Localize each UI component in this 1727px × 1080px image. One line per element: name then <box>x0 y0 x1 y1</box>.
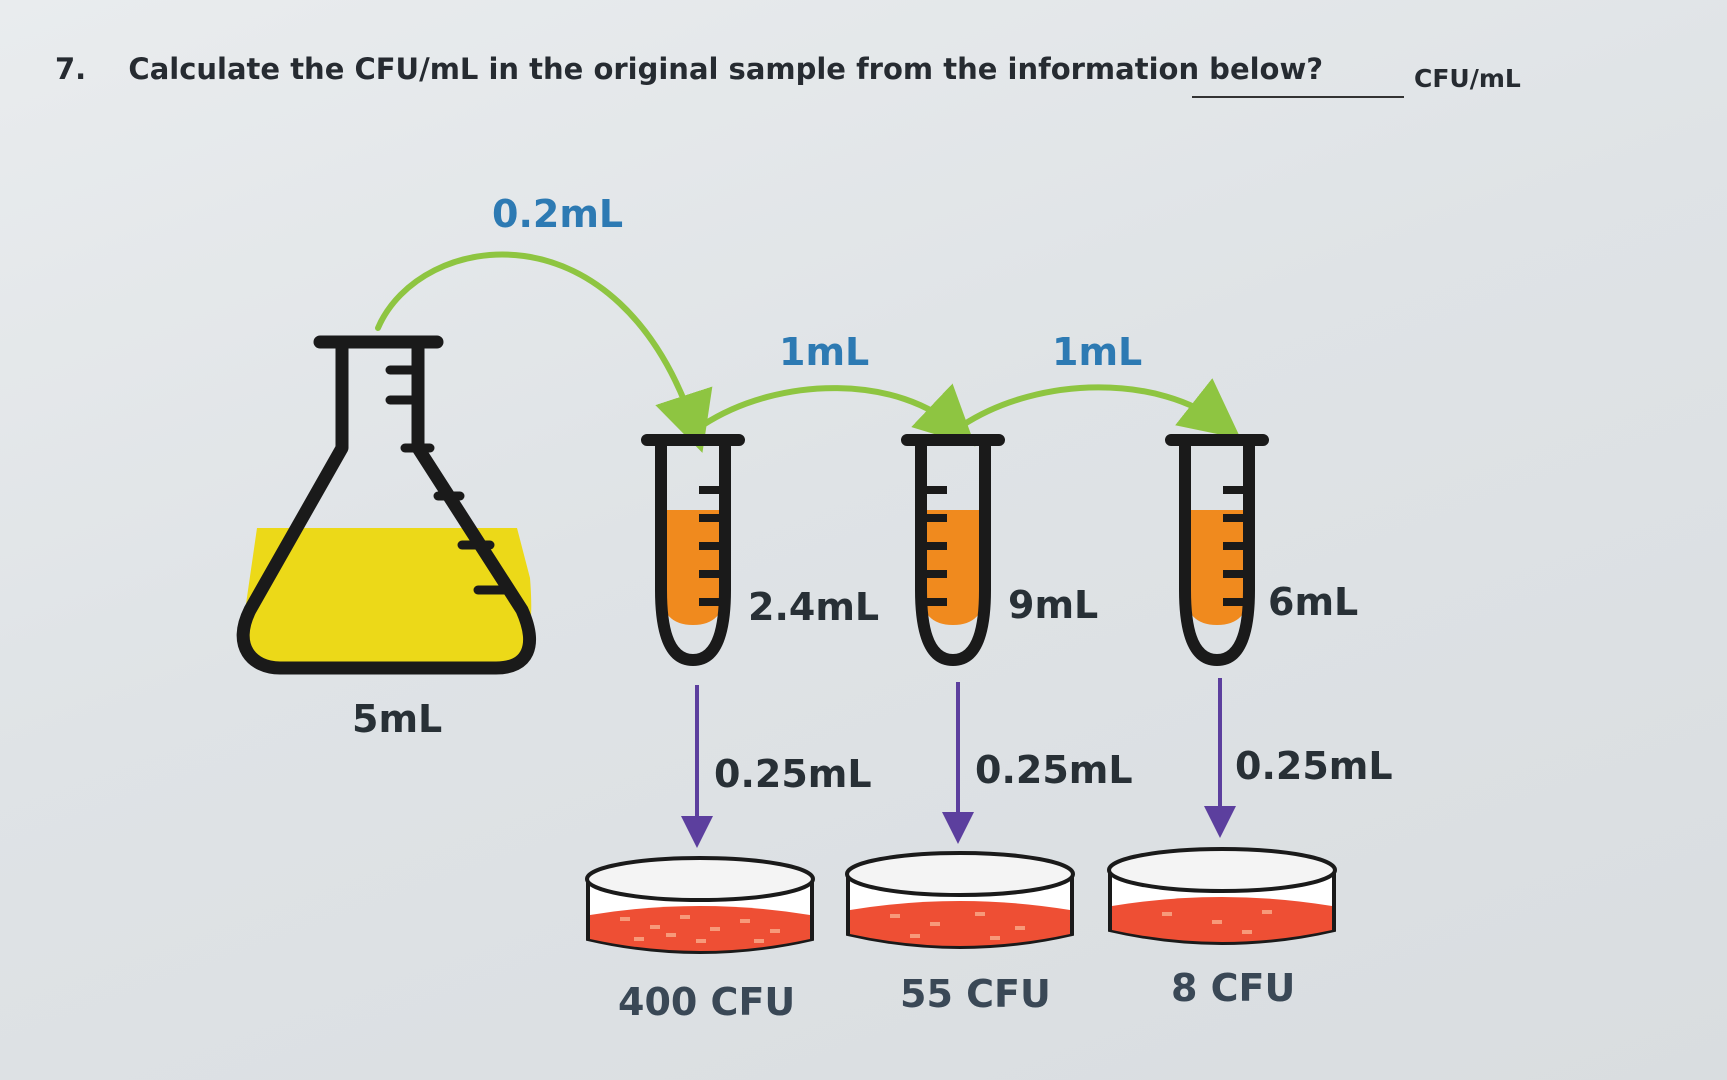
label-plated-volume-1: 0.25mL <box>714 752 872 796</box>
label-tube2-volume: 9mL <box>1008 583 1099 627</box>
label-colony-count-3: 8 CFU <box>1171 966 1296 1010</box>
label-transfer-flask-to-tube1: 0.2mL <box>492 192 624 236</box>
label-colony-count-1: 400 CFU <box>618 980 796 1024</box>
transfer-arrow-tube2-to-tube3 <box>960 378 1241 439</box>
flask-icon <box>236 335 536 675</box>
label-tube1-volume: 2.4mL <box>748 585 880 629</box>
label-transfer-tube1-to-tube2: 1mL <box>779 330 870 374</box>
label-plated-volume-3: 0.25mL <box>1235 744 1393 788</box>
question-number: 7. <box>55 52 87 86</box>
answer-blank[interactable] <box>1192 96 1404 98</box>
petri-dish-1-icon <box>585 856 815 954</box>
test-tube-2-icon <box>901 434 1005 666</box>
question-text: Calculate the CFU/mL in the original sam… <box>128 52 1324 86</box>
transfer-arrow-flask-to-tube1 <box>375 251 713 453</box>
label-plated-volume-2: 0.25mL <box>975 748 1133 792</box>
question-line: 7. Calculate the CFU/mL in the original … <box>55 52 1323 86</box>
test-tube-1-icon <box>641 434 745 666</box>
petri-dish-3-icon <box>1107 847 1337 945</box>
petri-dish-2-icon <box>845 851 1075 949</box>
answer-unit: CFU/mL <box>1414 64 1521 93</box>
label-transfer-tube2-to-tube3: 1mL <box>1052 330 1143 374</box>
label-colony-count-2: 55 CFU <box>900 972 1051 1016</box>
label-flask-volume: 5mL <box>352 697 443 741</box>
transfer-arrow-tube1-to-tube2 <box>700 383 976 447</box>
label-tube3-volume: 6mL <box>1268 580 1359 624</box>
test-tube-3-icon <box>1165 434 1269 666</box>
